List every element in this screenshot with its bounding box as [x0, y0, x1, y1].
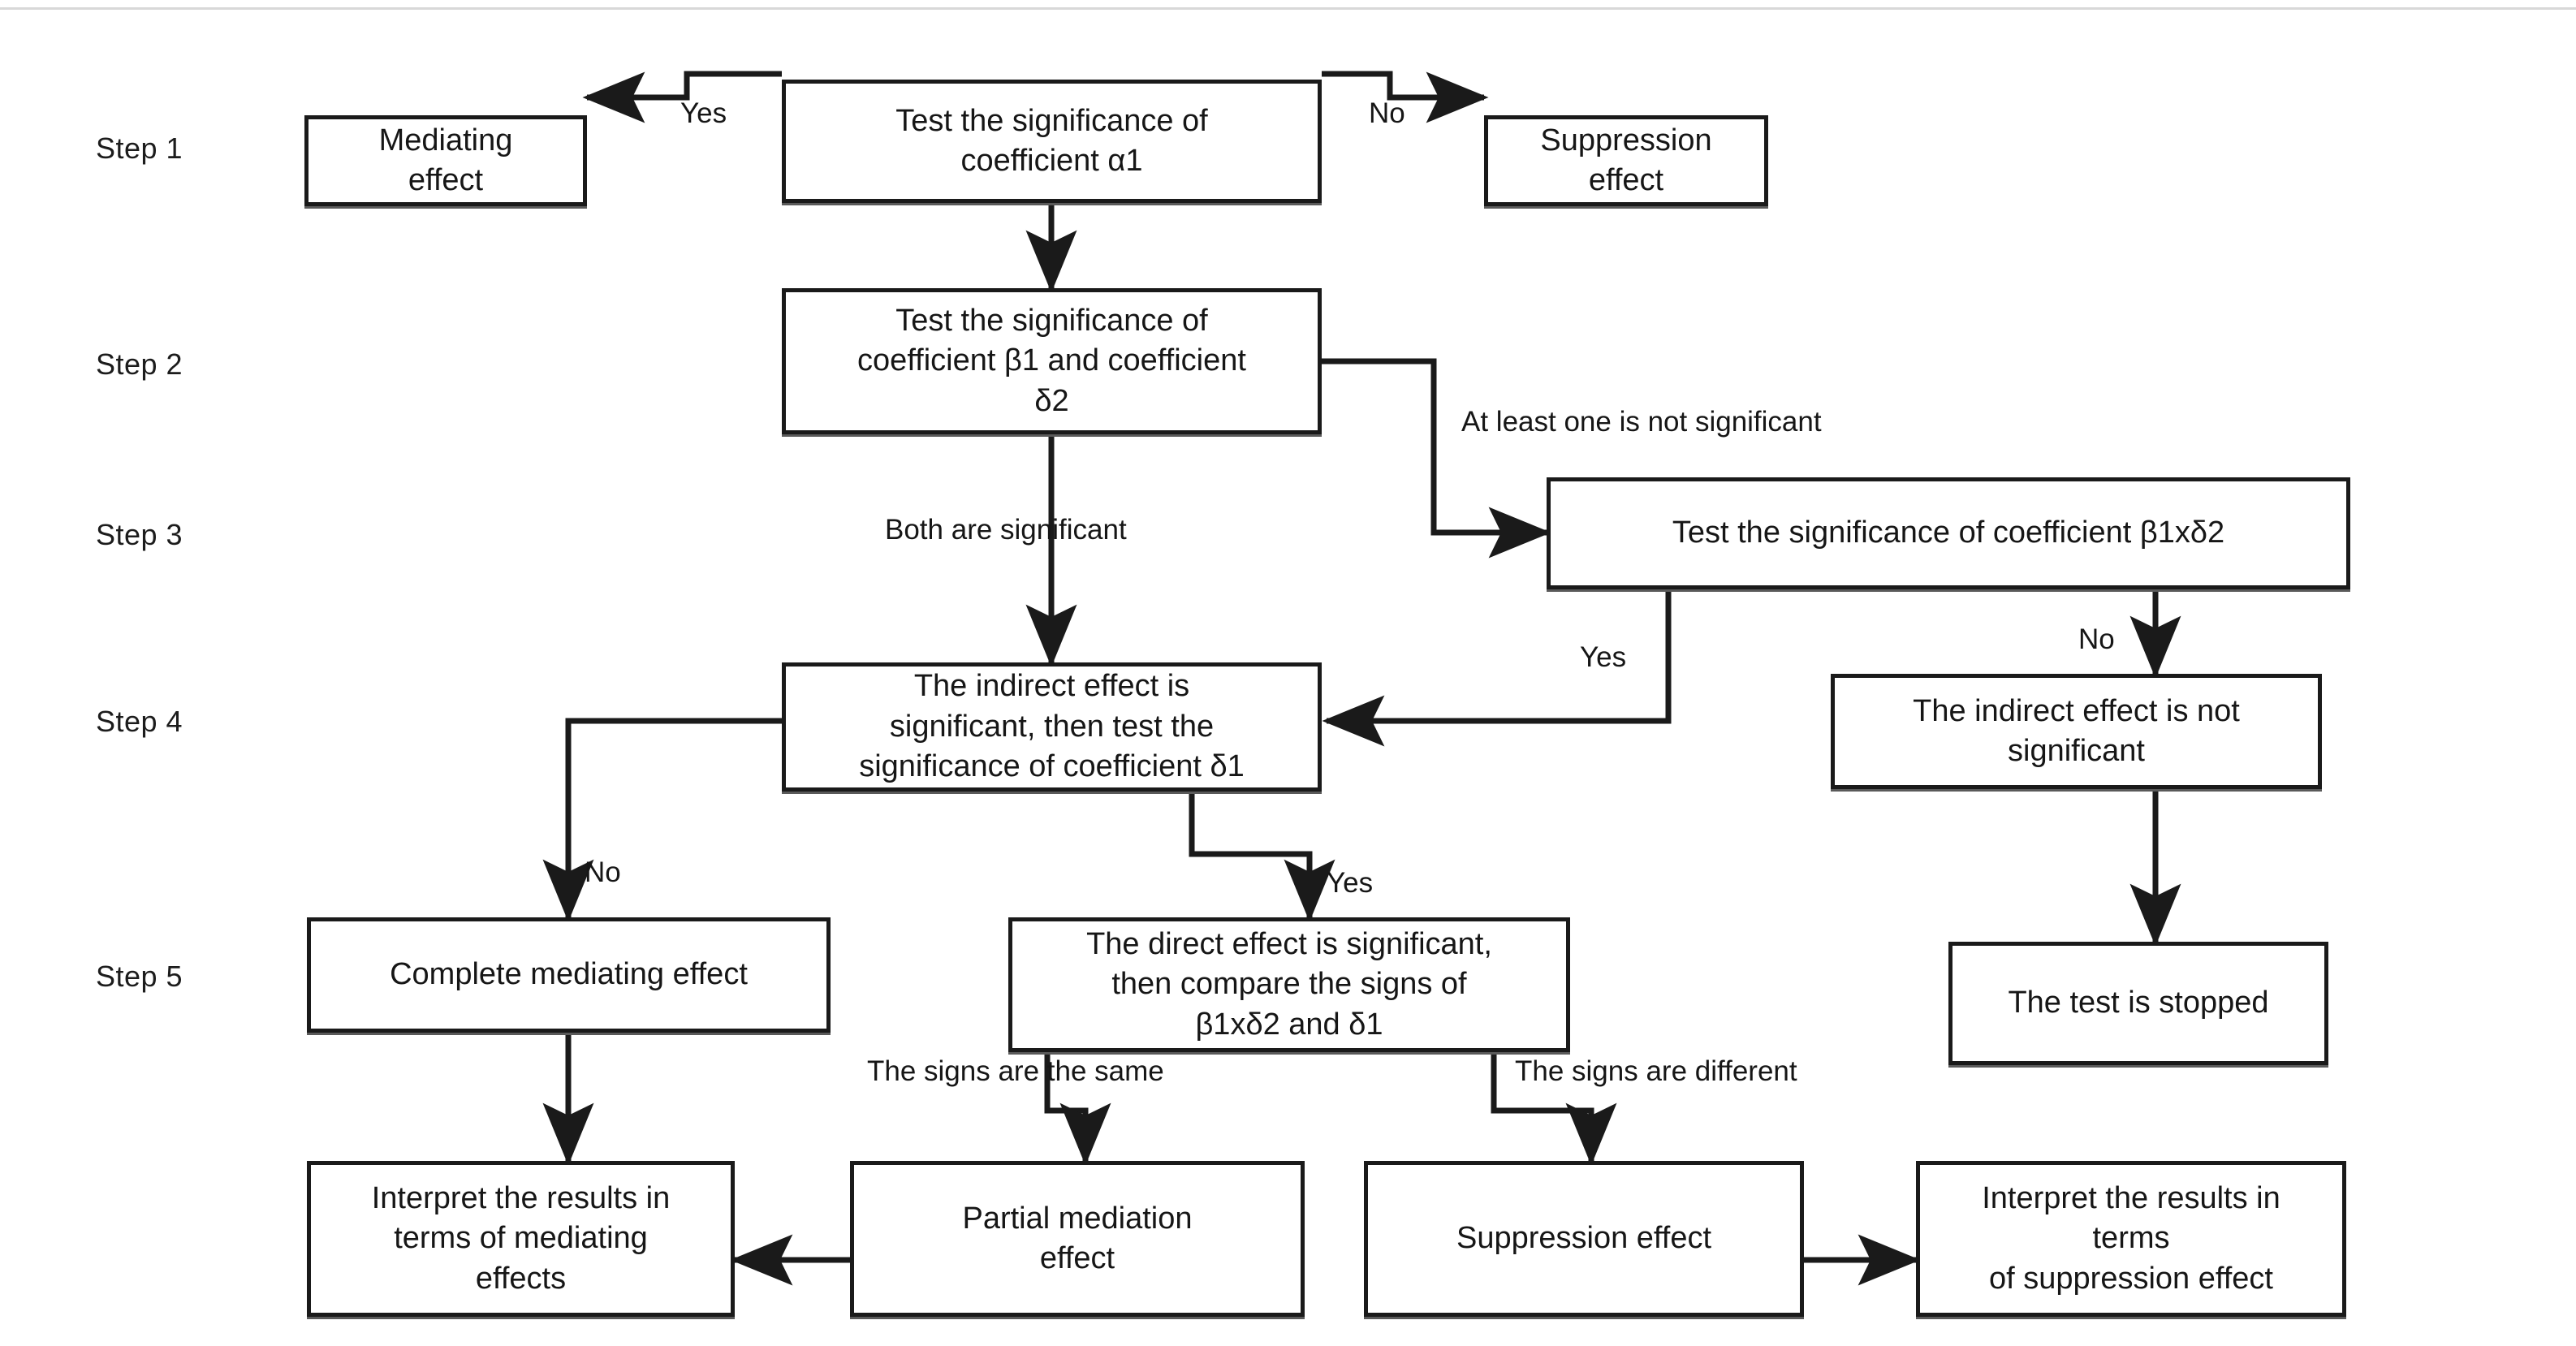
node-suppression-effect-top[interactable]: Suppression effect — [1484, 115, 1768, 206]
edge-label-both-significant: Both are significant — [885, 514, 1127, 546]
node-test-stopped[interactable]: The test is stopped — [1948, 942, 2328, 1065]
node-partial-mediation-effect-label: Partial mediation effect — [962, 1201, 1193, 1275]
step-label-4: Step 4 — [96, 705, 183, 738]
node-complete-mediating-effect[interactable]: Complete mediating effect — [307, 917, 831, 1033]
edge-signs-different-to-suppression — [1491, 1052, 1617, 1166]
node-suppression-effect-bottom-label: Suppression effect — [1456, 1221, 1712, 1256]
node-indirect-not-significant-label: The indirect effect is not significant — [1913, 693, 2240, 768]
edge-product-yes-to-indirect — [1322, 589, 1672, 747]
node-test-beta1xdelta2[interactable]: Test the significance of coefficient β1x… — [1547, 477, 2350, 589]
node-interpret-mediating[interactable]: Interpret the results in terms of mediat… — [307, 1161, 735, 1317]
node-test-alpha1-label: Test the significance of coefficient α1 — [895, 103, 1208, 178]
step-label-5: Step 5 — [96, 960, 183, 993]
node-partial-mediation-effect[interactable]: Partial mediation effect — [850, 1161, 1305, 1317]
node-direct-significant-compare[interactable]: The direct effect is significant, then c… — [1008, 917, 1570, 1052]
node-test-beta1-delta2-label: Test the significance of coefficient β1 … — [857, 303, 1246, 418]
node-test-stopped-label: The test is stopped — [2008, 986, 2269, 1020]
step-label-2: Step 2 — [96, 347, 183, 381]
top-divider-rule — [0, 7, 2576, 10]
edge-label-signs-same: The signs are the same — [867, 1055, 1164, 1087]
edge-label-yes-step1: Yes — [680, 97, 727, 129]
node-indirect-not-significant[interactable]: The indirect effect is not significant — [1831, 674, 2322, 789]
edge-label-yes-step4: Yes — [1327, 867, 1374, 899]
node-complete-mediating-effect-label: Complete mediating effect — [390, 957, 748, 992]
node-test-beta1xdelta2-label: Test the significance of coefficient β1x… — [1672, 516, 2225, 550]
edge-alpha1-yes-to-mediating — [582, 71, 782, 123]
edge-label-no-step1: No — [1369, 97, 1405, 129]
edge-label-signs-different: The signs are different — [1515, 1055, 1797, 1087]
step-label-1: Step 1 — [96, 132, 183, 165]
node-indirect-significant-label: The indirect effect is significant, then… — [859, 669, 1245, 784]
edge-label-yes-step3: Yes — [1580, 641, 1627, 673]
edge-indirect-yes-to-direct-significant — [1189, 792, 1335, 922]
edge-indirect-no-to-complete-mediating — [542, 718, 782, 922]
node-mediating-effect-label: Mediating effect — [378, 123, 513, 197]
step-label-3: Step 3 — [96, 518, 183, 551]
node-direct-significant-compare-label: The direct effect is significant, then c… — [1086, 926, 1492, 1042]
node-test-beta1-delta2[interactable]: Test the significance of coefficient β1 … — [782, 288, 1322, 434]
node-interpret-mediating-label: Interpret the results in terms of mediat… — [371, 1180, 671, 1296]
node-test-alpha1[interactable]: Test the significance of coefficient α1 — [782, 80, 1322, 203]
node-mediating-effect[interactable]: Mediating effect — [304, 115, 587, 206]
edge-label-no-step3: No — [2078, 623, 2115, 655]
edge-label-at-least-one: At least one is not significant — [1461, 406, 1822, 438]
edge-signs-same-to-partial-mediation — [1044, 1052, 1111, 1166]
edge-label-no-step4: No — [585, 856, 621, 888]
edge-alpha1-no-to-suppression — [1322, 71, 1489, 123]
edge-beta1delta2-atleastone-to-test-product — [1322, 358, 1551, 559]
node-suppression-effect-bottom[interactable]: Suppression effect — [1364, 1161, 1804, 1317]
node-interpret-suppression-label: Interpret the results in terms of suppre… — [1982, 1180, 2280, 1296]
node-indirect-significant[interactable]: The indirect effect is significant, then… — [782, 662, 1322, 792]
node-interpret-suppression[interactable]: Interpret the results in terms of suppre… — [1916, 1161, 2346, 1317]
node-suppression-effect-top-label: Suppression effect — [1540, 123, 1712, 197]
